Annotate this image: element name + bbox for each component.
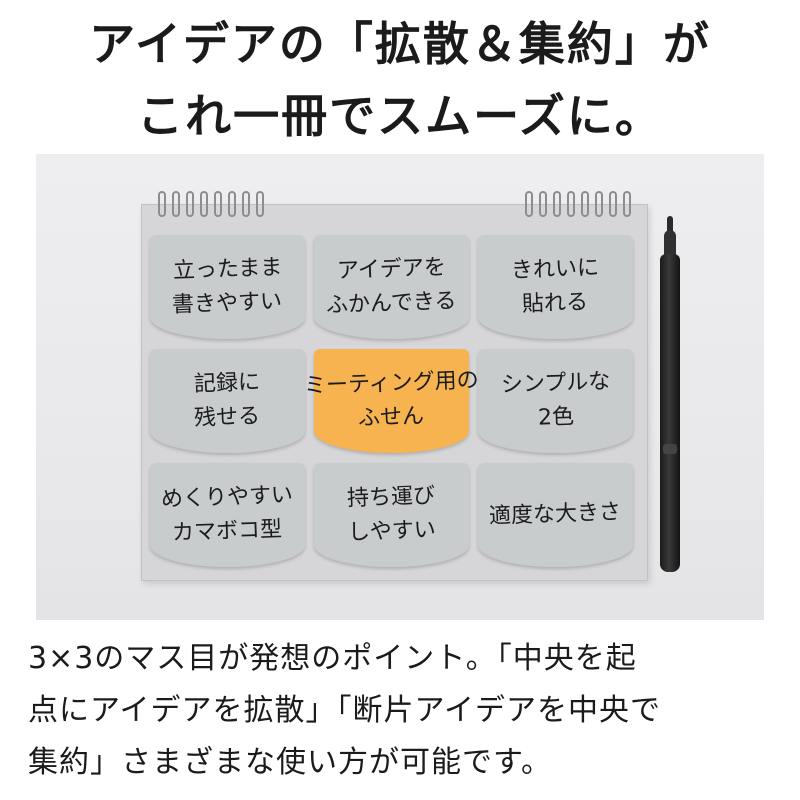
note-line-1: きれいに [511,255,600,284]
note-line-2: ふせん [358,403,425,432]
sticky-note: シンプルな 2色 [478,349,633,453]
caption-line-1: 3×3のマス目が発想のポイント。「中央を起 [28,641,637,676]
sticky-note-pad: 立ったまま 書きやすい アイデアを ふかんできる きれいに 貼れる 記録に 残せ… [141,191,648,581]
note-line-2: 書きやすい [172,289,283,318]
note-line-2: カマボコ型 [172,517,283,546]
note-line-1: 持ち運び [347,483,436,512]
note-line-2: 2色 [537,404,574,431]
marker-pen-icon [658,216,682,574]
note-line-1: ミーティング用の [303,367,480,400]
note-line-1: アイデアを [336,255,447,284]
note-line-1: シンプルな [500,369,611,398]
note-line-1: 適度な大きさ [489,499,622,530]
note-line-1: めくりやすい [161,482,294,513]
note-line-2: 残せる [194,403,261,432]
headline-line-2: これ一冊でスムーズに。 [137,89,663,143]
spiral-binding-icon [158,191,264,221]
spiral-binding-icon [525,191,631,221]
note-line-2: ふかんできる [325,288,458,319]
caption-line-3: 集約」さまざまな使い方が可能です。 [28,745,552,780]
note-grid: 立ったまま 書きやすい アイデアを ふかんできる きれいに 貼れる 記録に 残せ… [150,235,637,571]
sticky-note: アイデアを ふかんできる [314,235,469,339]
product-photo: 立ったまま 書きやすい アイデアを ふかんできる きれいに 貼れる 記録に 残せ… [36,154,764,620]
sticky-note: 記録に 残せる [150,349,305,453]
note-line-1: 記録に [194,369,261,398]
sticky-note: 適度な大きさ [478,463,633,567]
sticky-note: 立ったまま 書きやすい [150,235,305,339]
sticky-note: 持ち運び しやすい [314,463,469,567]
sticky-note: ミーティング用の ふせん [304,349,479,453]
caption: 3×3のマス目が発想のポイント。「中央を起 点にアイデアを拡散」「断片アイデアを… [28,633,773,789]
sticky-note: きれいに 貼れる [478,235,633,339]
note-line-1: 立ったまま [172,255,283,284]
note-line-2: 貼れる [522,289,589,318]
sticky-note: めくりやすい カマボコ型 [150,463,305,567]
note-line-2: しやすい [347,517,436,546]
caption-line-2: 点にアイデアを拡散」「断片アイデアを中央で [28,693,661,728]
headline-line-1: アイデアの「拡散＆集約」が [89,17,711,71]
